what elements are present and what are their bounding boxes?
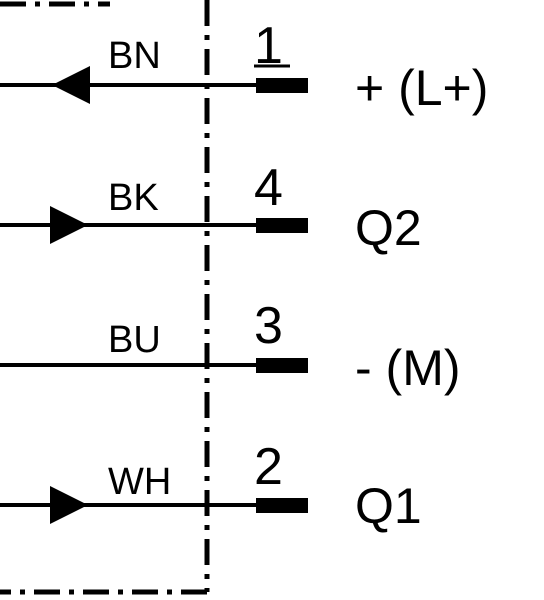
connection-row-1: BN 1 + (L+) <box>0 17 488 116</box>
sensor-housing-boundary <box>0 0 210 595</box>
signal-name: + (L+) <box>355 60 488 116</box>
right-pointing-arrow-icon <box>50 206 88 244</box>
signal-name: Q2 <box>355 200 422 256</box>
pin-number: 3 <box>254 297 283 355</box>
terminal-pin <box>256 358 308 373</box>
connection-row-3: BU 3 - (M) <box>0 297 461 396</box>
wire-color-label: WH <box>108 461 171 503</box>
left-pointing-arrow-icon <box>52 66 90 104</box>
pin-number: 2 <box>254 438 283 496</box>
connection-row-2: BK 4 Q2 <box>0 159 422 256</box>
terminal-pin <box>256 78 308 93</box>
signal-name: Q1 <box>355 478 422 534</box>
pin-number: 4 <box>254 159 283 217</box>
wire-color-label: BK <box>108 177 159 219</box>
wire-color-label: BU <box>108 319 161 361</box>
signal-name: - (M) <box>355 340 461 396</box>
right-pointing-arrow-icon <box>50 486 88 524</box>
wire-color-label: BN <box>108 35 161 77</box>
terminal-pin <box>256 218 308 233</box>
connection-row-4: WH 2 Q1 <box>0 438 422 534</box>
terminal-pin <box>256 498 308 513</box>
